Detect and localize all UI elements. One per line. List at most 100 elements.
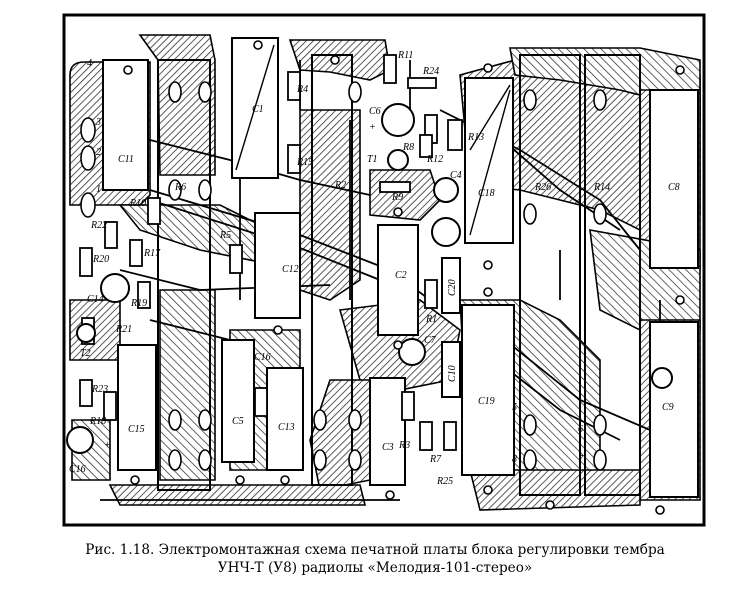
label-pin-3: 3 [95,117,101,128]
component-bodies [102,37,699,498]
c10-body [441,341,461,398]
label-r2: R2 [334,180,346,191]
label-c15-plus: + [104,440,111,451]
label-c5: C5 [232,416,244,427]
label-pin-5: 5 [512,402,517,413]
label-r26: R26 [534,182,551,193]
c11-body [102,59,149,191]
label-c10: C10 [447,365,458,382]
r5-body [229,244,243,274]
r23-body [79,379,93,407]
c16-bottom-body [66,426,94,454]
col-a [157,59,211,491]
resistors [79,54,463,451]
label-c2: C2 [395,270,407,281]
label-t2: T2 [80,348,91,359]
c11-top [431,217,461,247]
label-r20: R20 [92,254,109,265]
label-r11: R11 [397,50,413,61]
label-r21: R21 [115,324,132,335]
label-c3: C3 [382,442,394,453]
c19-body [461,304,515,476]
r9-body [379,181,411,193]
c20-body [441,257,461,314]
label-r6: R6 [174,182,186,193]
label-pin-7: 7 [578,454,584,465]
pads [80,40,685,515]
r25-body [443,421,457,451]
label-t1: T1 [367,154,378,165]
label-r22: R22 [90,220,107,231]
label-r5: R5 [219,230,231,241]
caption-line-2: УНЧ-Т (У8) радиолы «Мелодия-101-стерео» [217,560,533,576]
label-c1: C1 [252,104,264,115]
label-r17: R17 [143,248,161,259]
figure-caption: Рис. 1.18. Электромонтажная схема печатн… [30,541,720,577]
label-c7: C7 [424,335,437,346]
t1-body [387,149,409,171]
label-c20: C20 [447,279,458,296]
label-r4: R4 [296,84,308,95]
t2-body [76,323,96,343]
c3-body [369,377,406,486]
label-c16-bottom: C16 [69,464,86,475]
label-pin-1: 1 [96,184,101,195]
r16-body [254,387,268,417]
label-pin-8: 8 [512,454,517,465]
label-r25: R25 [436,476,453,487]
label-pin-4: 4 [87,58,92,69]
capacitor-hatch [235,44,511,236]
c15-body [117,344,157,471]
label-c9: C9 [662,402,674,413]
label-c18: C18 [478,188,495,199]
label-c14: C14 [87,294,104,305]
label-r15: R15 [296,157,313,168]
label-r18: R18 [89,416,106,427]
r8-body [419,134,433,158]
label-r23: R23 [91,384,108,395]
label-r1: R1 [425,314,437,325]
label-r3: R3 [398,440,410,451]
label-r14: R14 [593,182,610,193]
r18-body [103,391,117,421]
label-c4: C4 [450,170,462,181]
r26-body [519,54,581,496]
component-labels: R11 R24 C6 + R8 T1 R12 C4 R13 C18 R26 R1… [69,50,680,487]
r15-body [287,144,301,174]
label-r24: R24 [422,66,439,77]
label-c19: C19 [478,396,495,407]
c7-body [398,338,426,366]
label-pin-2: 2 [96,147,101,158]
label-r13: R13 [467,132,484,143]
label-r9: R9 [391,192,403,203]
label-c15: C15 [128,424,145,435]
label-c8: C8 [668,182,680,193]
label-c6: C6 [369,106,381,117]
r3-body [401,391,415,421]
caption-line-1: Рис. 1.18. Электромонтажная схема печатн… [85,542,665,558]
c2-body [377,224,419,336]
label-pin-6: 6 [578,424,583,435]
r11-body [383,54,397,84]
c14-body [100,273,130,303]
label-r7: R7 [429,454,442,465]
pcb-wiring-diagram: R11 R24 C6 + R8 T1 R12 C4 R13 C18 R26 R1… [62,13,706,527]
r20-body [79,247,93,277]
c8-body [649,89,699,269]
label-c16-top: C16 [254,352,271,363]
r13-body [447,119,463,151]
r24-body [407,77,437,89]
r22-body [104,221,118,249]
label-r12: R12 [426,154,443,165]
c5-body [221,339,255,463]
r4-body [287,71,301,101]
label-r10: R10 [129,198,146,209]
label-r19: R19 [130,298,147,309]
r14-body [584,54,641,496]
c12-body [254,212,301,319]
c9-body [649,321,699,498]
r7-body [419,421,433,451]
round-parts [66,103,673,454]
label-c13: C13 [278,422,295,433]
r2-body [311,54,353,486]
